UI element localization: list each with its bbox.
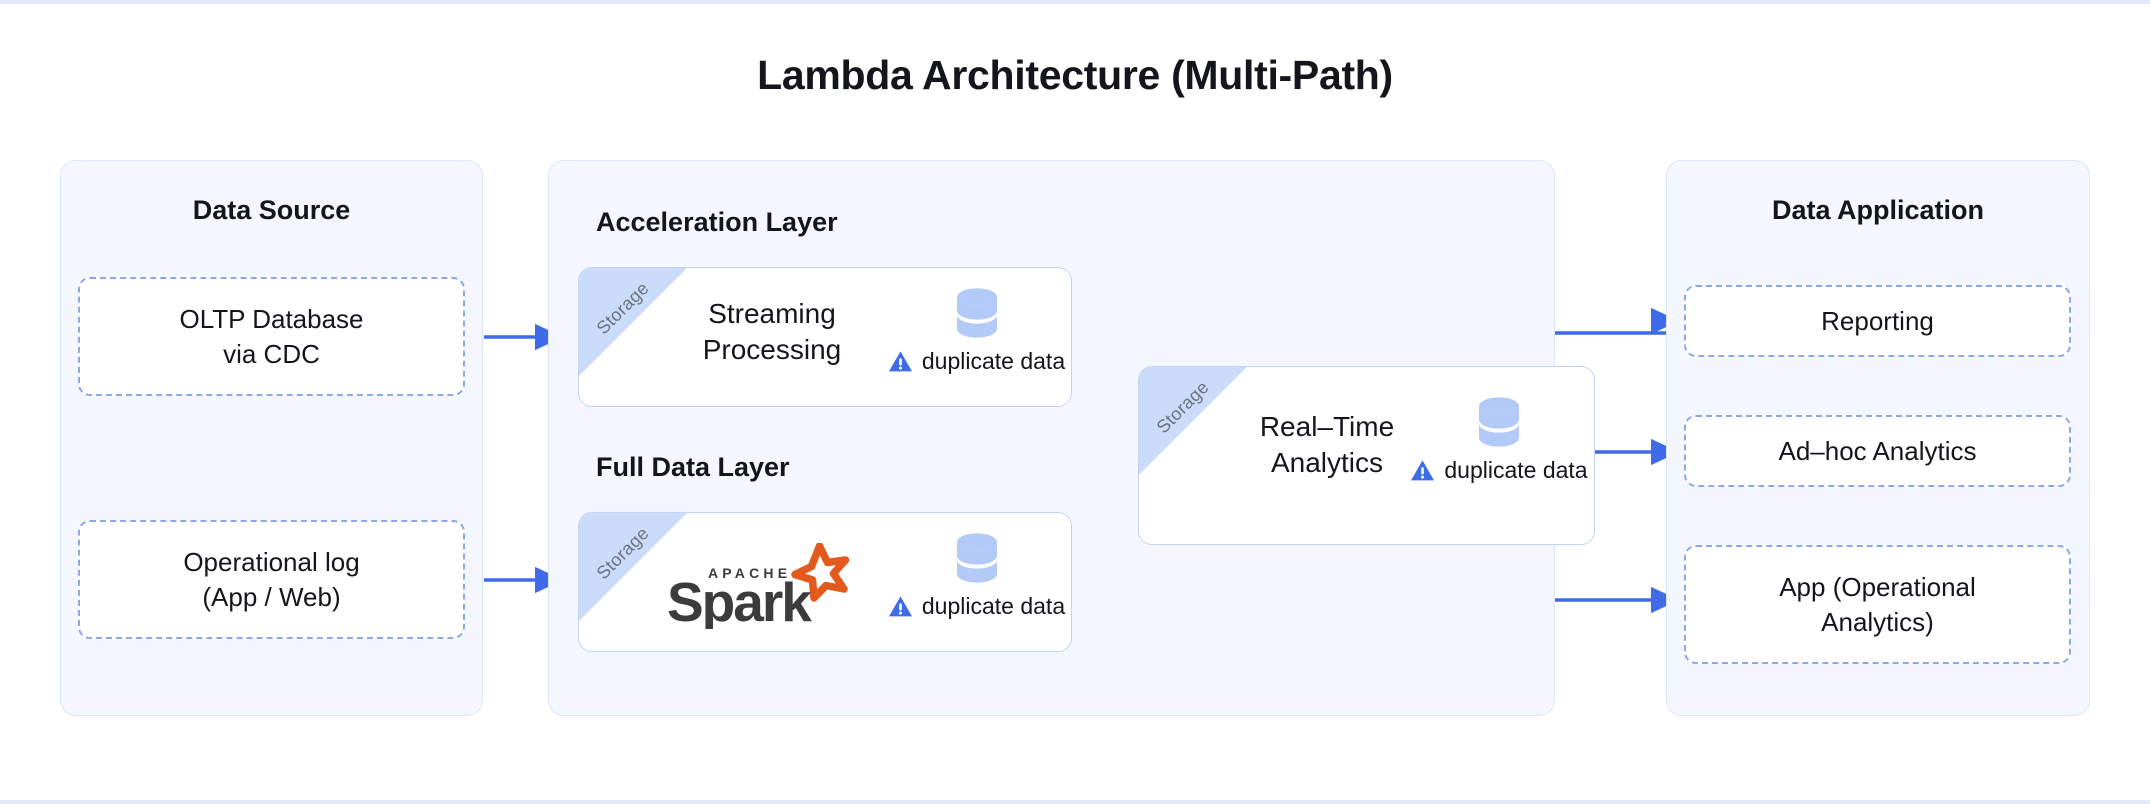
layer-title-full-data: Full Data Layer (596, 452, 790, 482)
bottom-edge-rule (0, 800, 2150, 804)
node-app-operational-analytics[interactable]: App (Operational Analytics) (1684, 545, 2071, 664)
node-oltp-database[interactable]: OLTP Database via CDC (78, 277, 465, 396)
node-reporting-label: Reporting (1821, 305, 1934, 336)
svg-text:APACHE: APACHE (708, 565, 791, 581)
card-streaming-processing-label: Streaming Processing (702, 298, 842, 365)
node-app-operational-analytics-label: App (Operational Analytics) (1779, 572, 1976, 637)
panel-title-data-source: Data Source (192, 195, 351, 225)
node-reporting[interactable]: Reporting (1684, 285, 2071, 357)
card-body: Streaming Processing duplicate data (579, 268, 1071, 406)
node-adhoc-analytics[interactable]: Ad–hoc Analytics (1684, 415, 2071, 487)
card-streaming-processing[interactable]: Storage Streaming Processing duplicate d… (578, 267, 1072, 407)
database-icon (956, 533, 997, 583)
panel-title-data-application: Data Application (1771, 195, 1985, 225)
card-real-time-analytics-label: Real–Time Analytics (1259, 411, 1395, 478)
node-operational-log[interactable]: Operational log (App / Web) (78, 520, 465, 639)
storage-meta: duplicate data (888, 531, 1065, 620)
node-operational-log-label: Operational log (App / Web) (183, 547, 360, 612)
storage-meta: duplicate data (1409, 395, 1589, 484)
apache-spark-logo: APACHE Spark (665, 542, 885, 633)
card-apache-spark[interactable]: Storage APACHE Spark (578, 512, 1072, 652)
storage-meta: duplicate data (888, 286, 1065, 375)
card-body: Real–Time Analytics duplicate data (1139, 367, 1594, 544)
warning-row: duplicate data (888, 593, 1065, 620)
layer-title-acceleration: Acceleration Layer (596, 207, 838, 237)
warning-text: duplicate data (1444, 457, 1588, 483)
warning-row: duplicate data (1410, 457, 1588, 484)
card-body: APACHE Spark duplicate da (579, 513, 1071, 651)
warning-row: duplicate data (888, 348, 1065, 375)
warning-triangle-icon (888, 351, 912, 372)
warning-triangle-icon (1411, 460, 1435, 481)
database-icon (1479, 397, 1519, 447)
warning-triangle-icon (888, 596, 912, 617)
svg-text:Spark: Spark (667, 571, 812, 629)
warning-text: duplicate data (921, 593, 1066, 619)
node-adhoc-analytics-label: Ad–hoc Analytics (1778, 435, 1977, 466)
card-real-time-analytics[interactable]: Storage Real–Time Analytics duplicate da… (1138, 366, 1595, 545)
page-title: Lambda Architecture (Multi-Path) (757, 52, 1393, 98)
database-icon (956, 288, 997, 338)
warning-text: duplicate data (921, 348, 1066, 374)
node-oltp-database-label: OLTP Database via CDC (179, 304, 364, 369)
top-edge-rule (0, 0, 2150, 4)
